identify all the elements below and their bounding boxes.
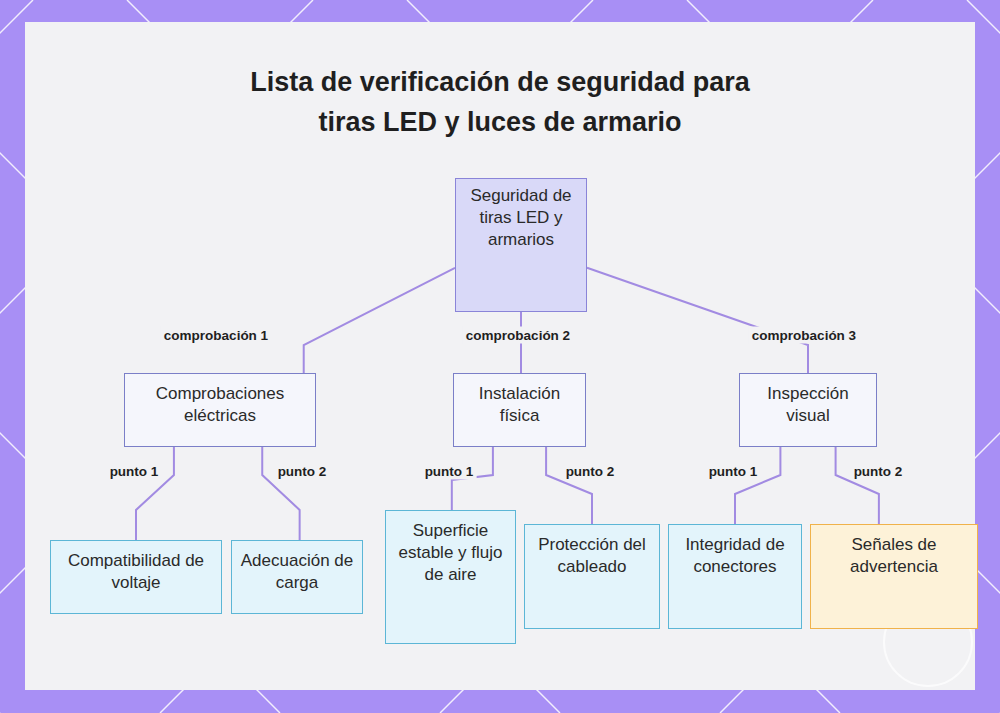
- edge-label: comprobación 3: [749, 327, 859, 344]
- edge-label: punto 1: [422, 463, 477, 480]
- node-text: Comprobaciones eléctricas: [125, 383, 315, 427]
- node-text: Compatibilidad de voltaje: [51, 550, 221, 594]
- check-box: Instalación física: [453, 373, 586, 447]
- check-box: Comprobaciones eléctricas: [124, 373, 316, 447]
- edge-label: comprobación 2: [463, 327, 573, 344]
- node-text: Superficie estable y flujo de aire: [386, 520, 515, 586]
- item-box: Señales de advertencia: [810, 524, 978, 629]
- node-text: Instalación física: [454, 383, 585, 427]
- edge-label: punto 2: [275, 463, 330, 480]
- node-text: Seguridad de tiras LED y armarios: [456, 185, 586, 251]
- item-box: Compatibilidad de voltaje: [50, 540, 222, 614]
- connector: [836, 447, 879, 524]
- edge-label: punto 1: [107, 463, 162, 480]
- check-box: Inspección visual: [739, 373, 877, 447]
- root-box: Seguridad de tiras LED y armarios: [455, 178, 587, 312]
- item-box: Superficie estable y flujo de aire: [385, 510, 516, 644]
- node-text: Protección del cableado: [525, 534, 659, 578]
- node-text: Inspección visual: [740, 383, 876, 427]
- node-text: Integridad de conectores: [669, 534, 801, 578]
- item-box: Integridad de conectores: [668, 524, 802, 629]
- node-text: Adecuación de carga: [232, 550, 362, 594]
- connector: [735, 447, 780, 524]
- diagram-title: Lista de verificación de seguridad para …: [220, 62, 780, 142]
- connector: [304, 268, 455, 373]
- connector: [262, 447, 299, 540]
- edge-label: punto 2: [851, 463, 906, 480]
- connector: [136, 447, 174, 540]
- connector: [587, 268, 808, 373]
- connector: [546, 447, 592, 524]
- item-box: Adecuación de carga: [231, 540, 363, 614]
- item-box: Protección del cableado: [524, 524, 660, 629]
- node-text: Señales de advertencia: [811, 534, 977, 578]
- edge-label: punto 1: [706, 463, 761, 480]
- edge-label: comprobación 1: [161, 327, 271, 344]
- edge-label: punto 2: [563, 463, 618, 480]
